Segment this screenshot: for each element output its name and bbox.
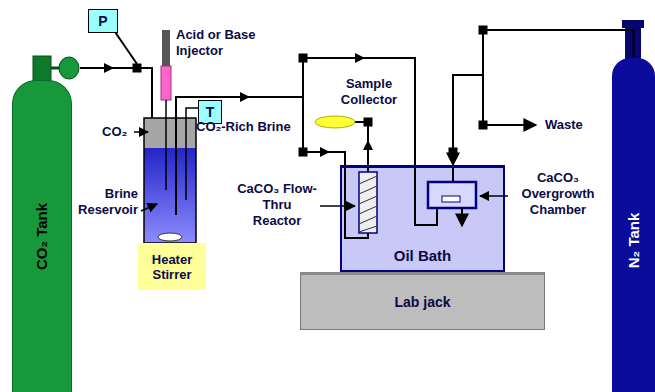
oil-bath-fill — [340, 165, 505, 272]
sample-collector — [315, 116, 355, 128]
gas-line — [453, 30, 634, 165]
reactor-packing — [359, 176, 377, 232]
brine-reservoir-vessel — [144, 118, 196, 243]
flow-arrow — [355, 53, 365, 63]
gas-regulator — [59, 57, 79, 79]
node-text: Heater Stirrer — [140, 252, 204, 282]
injector-needle — [165, 100, 167, 190]
injector-barrel — [161, 66, 171, 100]
leader-arrow — [134, 131, 148, 133]
part-label: Sample Collector — [333, 76, 405, 108]
reservoir-brine — [144, 148, 196, 243]
part-label: Waste — [545, 117, 595, 133]
chamber-outlet — [461, 208, 463, 226]
node-text: Oil Bath — [394, 247, 452, 264]
flow-arrow — [240, 92, 250, 102]
crystal-substrate — [442, 196, 460, 202]
flow-arrow — [320, 147, 330, 157]
valve — [364, 118, 373, 127]
part-label: CO₂-Rich Brine — [196, 119, 296, 135]
part-label: Acid or Base Injector — [176, 27, 276, 59]
injector-rod — [162, 30, 170, 66]
gauge-line — [113, 29, 137, 64]
reservoir-headspace — [144, 118, 196, 148]
oil-bath: Oil Bath — [340, 165, 505, 272]
part-label: Brine Reservoir — [68, 186, 138, 218]
heater-stirrer-box: Heater Stirrer — [138, 243, 206, 290]
pressure-gauge-box: P — [88, 9, 118, 33]
valve — [133, 64, 142, 73]
node-text: N₂ Tank — [625, 212, 642, 268]
distribution-pipe — [302, 58, 304, 152]
gas-cylinder: N₂ Tank — [612, 58, 655, 392]
node-text: CO₂ Tank — [34, 203, 51, 270]
flow-arrow — [363, 140, 373, 150]
valve — [299, 54, 308, 63]
leader-arrow — [320, 205, 355, 207]
node-text: P — [98, 13, 107, 29]
cylinder-neck — [33, 56, 51, 82]
node-text: Lab jack — [394, 294, 450, 310]
flow-thru-reactor — [359, 172, 377, 233]
overgrowth-chamber — [428, 182, 476, 208]
valve — [299, 148, 308, 157]
waste-pipe — [483, 75, 536, 125]
part-label: CO₂ — [102, 124, 132, 140]
part-label: CaCO₃ Overgrowth Chamber — [510, 170, 606, 218]
stir-bar — [158, 233, 182, 241]
valve — [479, 121, 488, 130]
flow-arrow — [104, 63, 114, 73]
lab-jack: Lab jack — [300, 272, 545, 330]
part-label: CaCO₃ Flow-Thru Reactor — [237, 181, 317, 229]
node-text: T — [206, 104, 215, 120]
leader-arrow — [141, 204, 157, 211]
gas-cylinder: CO₂ Tank — [12, 80, 72, 392]
